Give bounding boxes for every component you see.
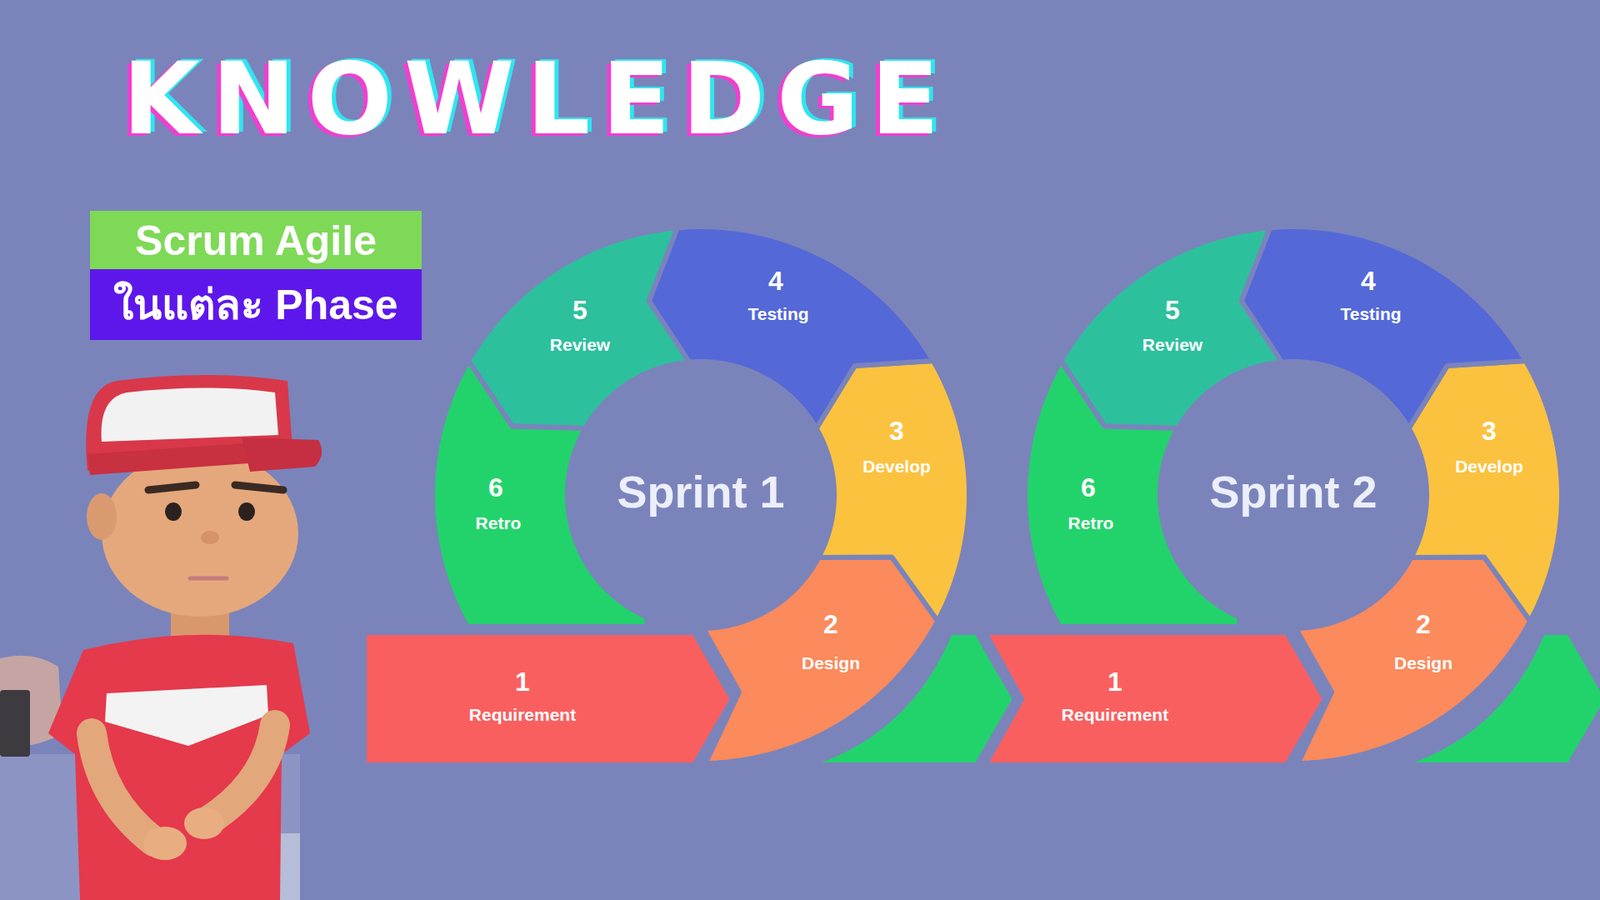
label-band: Scrum Agile [90, 210, 422, 271]
label-band: ในแต่ละ Phase [90, 269, 422, 340]
segment-shape [1025, 360, 1240, 627]
cycle-segment: 6Retro [432, 360, 648, 627]
cycle-segment: 3Develop [1408, 360, 1562, 622]
segment-shape [648, 226, 934, 429]
segment-shape [1408, 360, 1562, 622]
segment-fill [364, 632, 733, 765]
segment-shape [985, 632, 1325, 765]
step-number: 2 [1415, 608, 1431, 640]
cycle-segment: 3Develop [815, 360, 970, 622]
step-label: Testing [747, 303, 809, 325]
step-label: Review [1142, 334, 1203, 355]
segment-fill [1060, 227, 1282, 429]
segment-shape [364, 632, 733, 765]
character [48, 375, 322, 900]
step-label: Requirement [469, 704, 576, 725]
step-number: 5 [572, 294, 588, 326]
cycle-segment: 4Testing [648, 226, 934, 429]
band-text: ในแต่ละ Phase [113, 280, 398, 330]
step-label: Review [550, 334, 610, 355]
step-number: 4 [1360, 265, 1376, 297]
page-title: KNOWLEDGE [122, 49, 951, 150]
segment-shape [815, 360, 970, 622]
step-label: Requirement [1061, 704, 1169, 725]
step-number: 3 [889, 415, 905, 447]
step-number: 6 [1080, 471, 1096, 504]
step-label: Testing [1340, 303, 1401, 325]
segment-fill [468, 227, 690, 429]
step-number: 1 [1107, 665, 1123, 698]
band-text: Scrum Agile [135, 215, 377, 266]
segment-fill [985, 632, 1325, 765]
step-label: Retro [475, 512, 522, 534]
cycle-segment: 2Design [1295, 556, 1531, 764]
segment-fill [1025, 360, 1240, 627]
segment-shape [468, 227, 690, 429]
step-number: 1 [515, 665, 530, 698]
segment-fill [703, 556, 939, 763]
segment-fill [1295, 556, 1531, 763]
step-label: Develop [862, 455, 931, 477]
step-number: 2 [823, 608, 839, 640]
step-number: 3 [1481, 415, 1497, 447]
cycle-segment: 2Design [702, 556, 939, 764]
segment-shape [432, 360, 648, 627]
segment-shape [1240, 226, 1526, 429]
requirement-arrow: 1Requirement [364, 632, 733, 765]
step-label: Develop [1455, 455, 1524, 477]
segment-fill [649, 226, 934, 429]
requirement-arrow: 1Requirement [985, 632, 1325, 765]
cycle-segment: 5Review [1060, 227, 1283, 429]
segment-shape [1060, 227, 1283, 429]
step-number: 4 [768, 265, 784, 297]
step-number: 5 [1165, 294, 1180, 326]
segment-fill [432, 360, 648, 627]
sprint-label: Sprint 2 [1209, 465, 1377, 520]
step-number: 6 [488, 471, 504, 504]
step-label: Retro [1068, 512, 1115, 534]
cycle-segment: 6Retro [1025, 360, 1240, 627]
segment-fill [1241, 226, 1526, 429]
cycle-segment: 5Review [468, 227, 690, 429]
cycle-segment: 4Testing [1240, 226, 1526, 429]
segment-fill [816, 360, 970, 621]
sprint-label: Sprint 1 [616, 465, 785, 520]
segment-fill [1409, 360, 1562, 621]
step-label: Design [801, 652, 860, 674]
step-label: Design [1394, 652, 1453, 674]
